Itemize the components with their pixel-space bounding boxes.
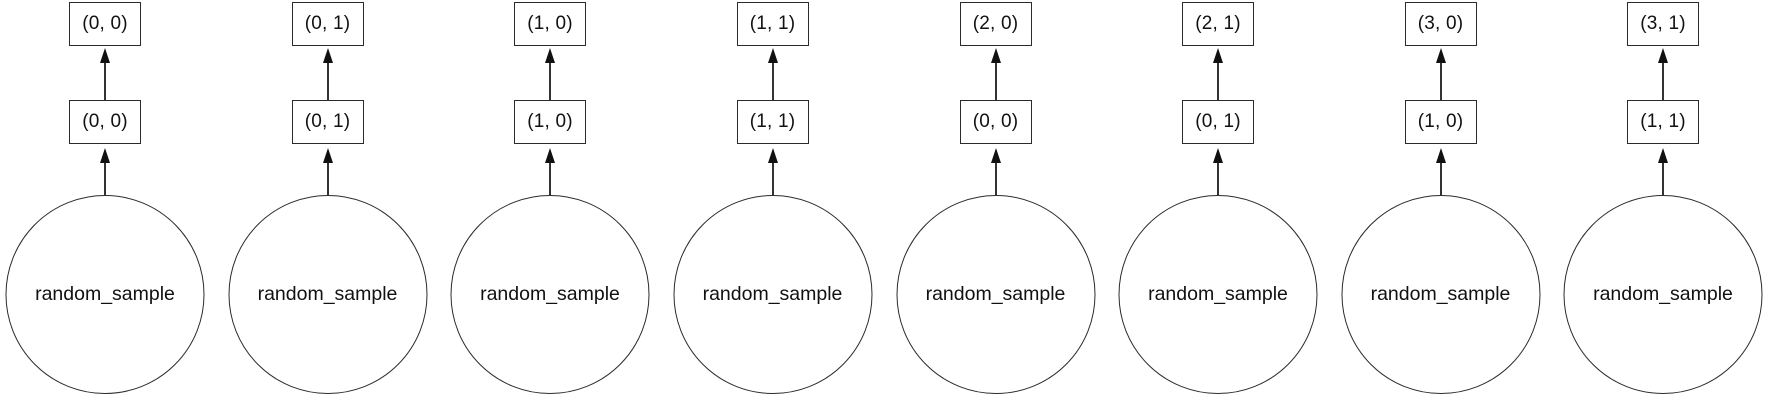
arrow-stem bbox=[771, 62, 774, 100]
arrow-head-icon bbox=[767, 48, 778, 63]
graph-column: (2, 0) (0, 0) random_sample bbox=[891, 0, 1101, 402]
graph-column: (0, 1) (0, 1) random_sample bbox=[223, 0, 433, 402]
arrow-stem bbox=[326, 62, 329, 100]
arrow-icon bbox=[1212, 148, 1224, 196]
arrow-head-icon bbox=[990, 148, 1001, 163]
arrow-stem bbox=[1217, 162, 1219, 196]
arrow-head-icon bbox=[1213, 148, 1223, 163]
output-node-box[interactable]: (1, 0) bbox=[514, 2, 586, 46]
arrow-icon bbox=[1657, 148, 1669, 196]
output-node-box[interactable]: (3, 0) bbox=[1404, 2, 1477, 46]
arrow-icon bbox=[990, 48, 1002, 100]
source-node-circle[interactable]: random_sample bbox=[450, 195, 650, 394]
graph-column: (3, 0) (1, 0) random_sample bbox=[1336, 0, 1546, 402]
arrow-stem bbox=[326, 162, 329, 196]
arrow-icon bbox=[544, 48, 556, 100]
arrow-stem bbox=[1439, 62, 1442, 100]
arrow-icon bbox=[990, 148, 1002, 196]
output-node-box[interactable]: (0, 1) bbox=[291, 2, 364, 46]
intermediate-node-box[interactable]: (0, 1) bbox=[1182, 100, 1254, 144]
graph-column: (1, 1) (1, 1) random_sample bbox=[668, 0, 878, 402]
source-node-circle[interactable]: random_sample bbox=[896, 195, 1095, 394]
intermediate-node-box[interactable]: (1, 0) bbox=[514, 100, 586, 144]
graph-column: (1, 0) (1, 0) random_sample bbox=[445, 0, 655, 402]
arrow-head-icon bbox=[322, 48, 333, 63]
source-node-circle[interactable]: random_sample bbox=[228, 195, 427, 394]
intermediate-node-box[interactable]: (1, 1) bbox=[736, 100, 809, 144]
arrow-head-icon bbox=[1658, 148, 1668, 163]
arrow-head-icon bbox=[545, 48, 555, 63]
arrow-head-icon bbox=[1435, 148, 1446, 163]
source-node-circle[interactable]: random_sample bbox=[1118, 195, 1318, 394]
graph-column: (2, 1) (0, 1) random_sample bbox=[1113, 0, 1323, 402]
arrow-head-icon bbox=[767, 148, 778, 163]
arrow-head-icon bbox=[322, 148, 333, 163]
arrow-stem bbox=[549, 62, 551, 100]
intermediate-node-box[interactable]: (0, 0) bbox=[69, 100, 141, 144]
arrow-head-icon bbox=[100, 48, 110, 63]
arrow-head-icon bbox=[100, 148, 110, 163]
arrow-stem bbox=[1217, 62, 1219, 100]
output-node-box[interactable]: (3, 1) bbox=[1627, 2, 1699, 46]
arrow-stem bbox=[994, 62, 997, 100]
arrow-icon bbox=[544, 148, 556, 196]
arrow-head-icon bbox=[545, 148, 555, 163]
intermediate-node-box[interactable]: (1, 1) bbox=[1627, 100, 1699, 144]
arrow-stem bbox=[771, 162, 774, 196]
graph-column: (3, 1) (1, 1) random_sample bbox=[1558, 0, 1768, 402]
source-node-circle[interactable]: random_sample bbox=[673, 195, 872, 394]
arrow-stem bbox=[104, 62, 106, 100]
arrow-head-icon bbox=[1658, 48, 1668, 63]
source-node-circle[interactable]: random_sample bbox=[1563, 195, 1763, 394]
arrow-icon bbox=[767, 148, 779, 196]
arrow-stem bbox=[104, 162, 106, 196]
graph-column: (0, 0) (0, 0) random_sample bbox=[0, 0, 210, 402]
arrow-icon bbox=[767, 48, 779, 100]
source-node-circle[interactable]: random_sample bbox=[1341, 195, 1540, 394]
intermediate-node-box[interactable]: (1, 0) bbox=[1404, 100, 1477, 144]
output-node-box[interactable]: (2, 0) bbox=[959, 2, 1032, 46]
intermediate-node-box[interactable]: (0, 1) bbox=[291, 100, 364, 144]
arrow-icon bbox=[1657, 48, 1669, 100]
arrow-stem bbox=[1439, 162, 1442, 196]
arrow-icon bbox=[1435, 148, 1447, 196]
arrow-head-icon bbox=[1435, 48, 1446, 63]
output-node-box[interactable]: (1, 1) bbox=[736, 2, 809, 46]
arrow-icon bbox=[1435, 48, 1447, 100]
arrow-head-icon bbox=[990, 48, 1001, 63]
arrow-icon bbox=[322, 148, 334, 196]
arrow-icon bbox=[99, 48, 111, 100]
arrow-stem bbox=[1662, 162, 1664, 196]
arrow-stem bbox=[1662, 62, 1664, 100]
output-node-box[interactable]: (2, 1) bbox=[1182, 2, 1254, 46]
arrow-head-icon bbox=[1213, 48, 1223, 63]
output-node-box[interactable]: (0, 0) bbox=[69, 2, 141, 46]
arrow-icon bbox=[1212, 48, 1224, 100]
arrow-stem bbox=[994, 162, 997, 196]
source-node-circle[interactable]: random_sample bbox=[5, 195, 205, 394]
intermediate-node-box[interactable]: (0, 0) bbox=[959, 100, 1032, 144]
arrow-stem bbox=[549, 162, 551, 196]
arrow-icon bbox=[322, 48, 334, 100]
arrow-icon bbox=[99, 148, 111, 196]
